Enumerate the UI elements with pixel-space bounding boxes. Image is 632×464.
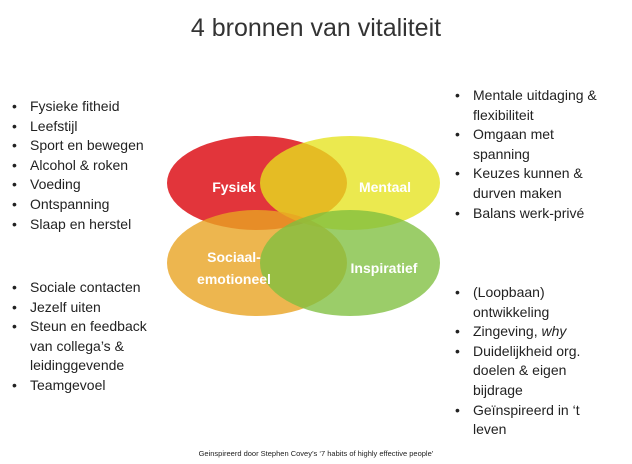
list-item: Duidelijkheid org. doelen & eigen bijdra… (455, 342, 590, 401)
circle-inspiratief (260, 210, 440, 316)
label-fysiek: Fysiek (212, 179, 256, 195)
label-emotioneel: emotioneel (197, 271, 271, 287)
list-item: Leefstijl (12, 117, 144, 137)
footer-credit: Geinspireerd door Stephen Covey’s ‘7 hab… (198, 449, 434, 458)
list-item-text: Zingeving, why (473, 323, 567, 340)
list-item: Omgaan met spanning (455, 125, 605, 164)
list-item: Alcohol & roken (12, 156, 144, 176)
inspiratief-list: (Loopbaan) ontwikkeling Zingeving, why D… (455, 283, 590, 440)
list-item: Zingeving, why (455, 322, 590, 342)
list-item: Slaap en herstel (12, 215, 144, 235)
list-item: Steun en feedback van collega’s & leidin… (12, 317, 162, 376)
slide-title: 4 bronnen van vitaliteit (190, 14, 442, 42)
label-mentaal: Mentaal (359, 179, 411, 195)
list-item: Keuzes kunnen & durven maken (455, 164, 605, 203)
list-item: Geïnspireerd in ‘t leven (455, 401, 590, 440)
label-inspiratief: Inspiratief (351, 260, 418, 276)
list-item: (Loopbaan) ontwikkeling (455, 283, 590, 322)
list-item: Mentale uitdaging & flexibiliteit (455, 86, 605, 125)
list-item: Teamgevoel (12, 376, 162, 396)
circle-mentaal (260, 136, 440, 230)
list-item: Balans werk-privé (455, 204, 605, 224)
list-item: Ontspanning (12, 195, 144, 215)
label-sociaal: Sociaal- (207, 249, 261, 265)
sociaal-list: Sociale contacten Jezelf uiten Steun en … (12, 278, 162, 396)
list-item: Fysieke fitheid (12, 97, 144, 117)
fysiek-list: Fysieke fitheid Leefstijl Sport en beweg… (12, 97, 144, 234)
list-item: Voeding (12, 175, 144, 195)
list-item: Sociale contacten (12, 278, 162, 298)
mentaal-list: Mentale uitdaging & flexibiliteit Omgaan… (455, 86, 605, 223)
list-item: Sport en bewegen (12, 136, 144, 156)
list-item: Jezelf uiten (12, 298, 162, 318)
